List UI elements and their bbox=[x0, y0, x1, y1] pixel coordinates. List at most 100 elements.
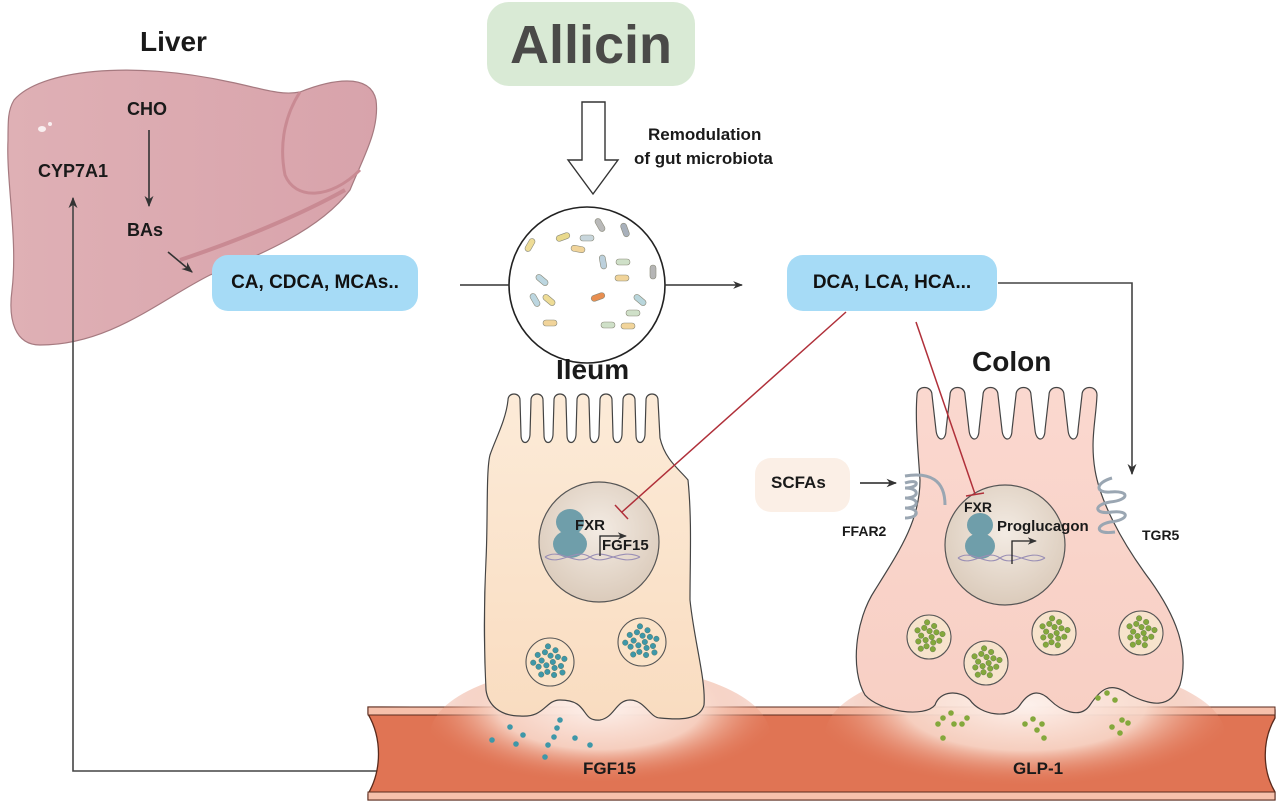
granule bbox=[974, 671, 981, 678]
granule bbox=[1145, 625, 1152, 632]
granule bbox=[933, 629, 940, 636]
glp1-granule bbox=[1119, 717, 1125, 723]
allicin-label: Allicin bbox=[509, 15, 673, 75]
granule bbox=[633, 629, 640, 636]
granule bbox=[1126, 623, 1133, 630]
cho-label: CHO bbox=[127, 99, 167, 119]
colon-fxr-protein-icon bbox=[965, 513, 995, 559]
granule bbox=[980, 669, 987, 676]
glp1-granule bbox=[959, 721, 965, 727]
bacterium-icon bbox=[600, 321, 616, 329]
glp1-granule bbox=[1041, 735, 1047, 741]
granule bbox=[1054, 642, 1061, 649]
granule bbox=[549, 659, 556, 665]
granule bbox=[915, 638, 922, 645]
granule bbox=[1135, 639, 1142, 646]
granule bbox=[990, 655, 997, 662]
granule bbox=[544, 668, 551, 675]
secondary-to-tgr5-arrow bbox=[998, 282, 1137, 476]
granule bbox=[643, 652, 650, 658]
ffar2-receptor-icon bbox=[904, 473, 947, 520]
glp1-granule bbox=[1117, 730, 1123, 736]
granule bbox=[1127, 634, 1134, 641]
bacterium-icon bbox=[615, 258, 631, 266]
ileum-fxr-protein-icon bbox=[553, 509, 587, 558]
granule bbox=[646, 634, 653, 640]
bacterium-icon bbox=[524, 238, 536, 252]
glp1-secreted-label: GLP-1 bbox=[1013, 759, 1064, 778]
granule bbox=[975, 658, 982, 665]
glp1-granules bbox=[914, 615, 1158, 679]
granule bbox=[552, 647, 559, 654]
granule bbox=[978, 650, 985, 657]
granule bbox=[538, 671, 545, 678]
granule bbox=[639, 632, 646, 639]
microbiota-label-line2: of gut microbiota bbox=[634, 149, 773, 168]
colon-dna-icon bbox=[957, 554, 1046, 562]
granule bbox=[653, 635, 660, 642]
granule bbox=[561, 655, 568, 662]
glp1-granule bbox=[940, 715, 946, 721]
glp1-granule bbox=[935, 721, 941, 727]
granule bbox=[928, 634, 935, 640]
granule bbox=[1061, 633, 1068, 640]
bacterium-icon bbox=[633, 294, 647, 306]
granule bbox=[651, 649, 658, 656]
glp1-granule bbox=[951, 721, 957, 727]
granule bbox=[559, 669, 566, 676]
granule bbox=[551, 664, 558, 671]
allicin-down-arrow bbox=[566, 101, 620, 196]
granule bbox=[922, 637, 929, 644]
granule bbox=[1040, 634, 1047, 641]
bacterium-icon bbox=[542, 294, 556, 306]
granule bbox=[1148, 633, 1155, 640]
granule bbox=[1056, 619, 1063, 625]
granule bbox=[979, 663, 986, 670]
fgf15-granule bbox=[551, 734, 557, 740]
granule bbox=[1142, 635, 1149, 642]
fgf15-granule bbox=[489, 737, 495, 743]
ileum-cell bbox=[483, 393, 705, 721]
granule bbox=[930, 639, 937, 646]
fgf15-granule bbox=[557, 717, 563, 723]
granule bbox=[936, 637, 943, 644]
granule bbox=[641, 639, 648, 645]
granule bbox=[1130, 628, 1137, 635]
fgf15-granule bbox=[513, 741, 519, 747]
granule bbox=[635, 642, 642, 649]
granule bbox=[921, 624, 928, 631]
granule bbox=[939, 631, 946, 637]
granule bbox=[971, 653, 978, 660]
glp1-granule bbox=[1104, 690, 1110, 696]
granule bbox=[986, 672, 993, 679]
bacterium-icon bbox=[649, 264, 657, 280]
granule bbox=[985, 660, 992, 666]
glp1-granule bbox=[1109, 724, 1115, 730]
granule bbox=[923, 643, 930, 650]
granule bbox=[1055, 635, 1062, 642]
granule bbox=[547, 652, 554, 659]
granule bbox=[630, 651, 637, 658]
ileum-dna-icon bbox=[544, 553, 641, 561]
granule bbox=[1064, 627, 1071, 633]
granule bbox=[1042, 641, 1049, 648]
glp1-granule bbox=[1034, 727, 1040, 733]
primary-bile-acids-label: CA, CDCA, MCAs.. bbox=[231, 272, 399, 293]
colon-fxr-label: FXR bbox=[964, 499, 992, 515]
ffar2-label: FFAR2 bbox=[842, 523, 887, 539]
glp1-granule bbox=[1030, 716, 1036, 722]
granule bbox=[993, 663, 1000, 670]
granule bbox=[1046, 620, 1053, 627]
scfa-label: SCFAs bbox=[771, 473, 826, 492]
granule bbox=[1136, 615, 1143, 622]
proglucagon-label: Proglucagon bbox=[997, 518, 1089, 535]
granule bbox=[1134, 633, 1141, 640]
bacterium-icon bbox=[620, 222, 630, 238]
ileum-fgf15-gene-label: FGF15 bbox=[602, 537, 649, 554]
fgf15-granules bbox=[530, 623, 660, 678]
granule bbox=[650, 643, 656, 649]
bacterium-icon bbox=[599, 254, 607, 270]
microbiota-circle bbox=[508, 206, 666, 364]
granule bbox=[996, 657, 1003, 663]
